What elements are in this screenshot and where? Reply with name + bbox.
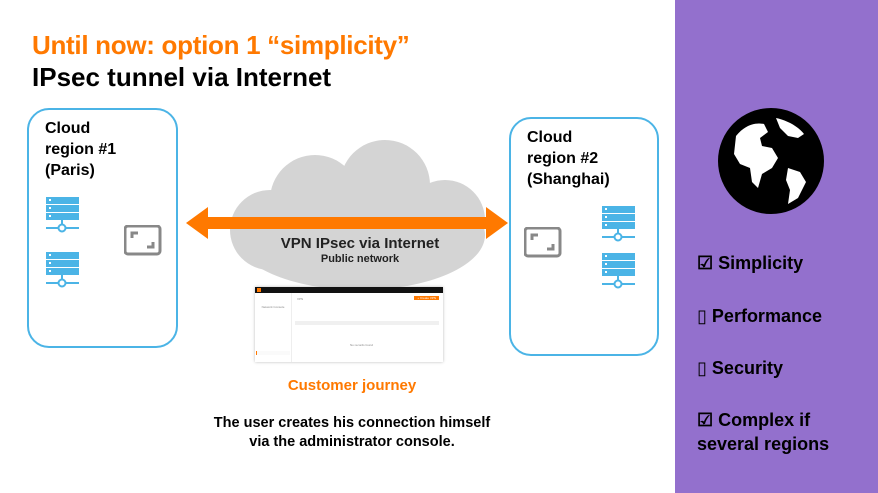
customer-journey-label: Customer journey bbox=[287, 377, 417, 394]
criterion-performance: ▯ Performance bbox=[697, 306, 822, 326]
server-icon bbox=[46, 197, 80, 233]
console-sidebar-title: Network Console bbox=[261, 305, 285, 309]
console-page-title: VPN bbox=[297, 297, 304, 301]
cloud-title: VPN IPsec via Internet bbox=[280, 235, 440, 252]
cloud-subtitle: Public network bbox=[320, 253, 400, 265]
criterion-security: ▯ Security bbox=[697, 358, 783, 378]
criteria-panel bbox=[675, 0, 878, 493]
slide-subtitle: IPsec tunnel via Internet bbox=[32, 62, 332, 92]
vm-icon bbox=[124, 225, 162, 256]
server-icon bbox=[602, 206, 636, 242]
admin-console-screenshot: Network Console VPN + Create VPN No reco… bbox=[255, 287, 443, 362]
console-empty-text: No records found bbox=[350, 343, 374, 347]
server-icon bbox=[602, 253, 636, 289]
server-icon bbox=[46, 252, 80, 288]
double-arrow-icon bbox=[186, 207, 508, 239]
create-vpn-button: + Create VPN bbox=[414, 296, 439, 300]
slide-title: Until now: option 1 “simplicity” bbox=[32, 30, 410, 60]
vm-icon bbox=[524, 227, 562, 258]
criterion-simplicity: ☑ Simplicity bbox=[697, 253, 804, 273]
globe-icon bbox=[718, 108, 824, 214]
